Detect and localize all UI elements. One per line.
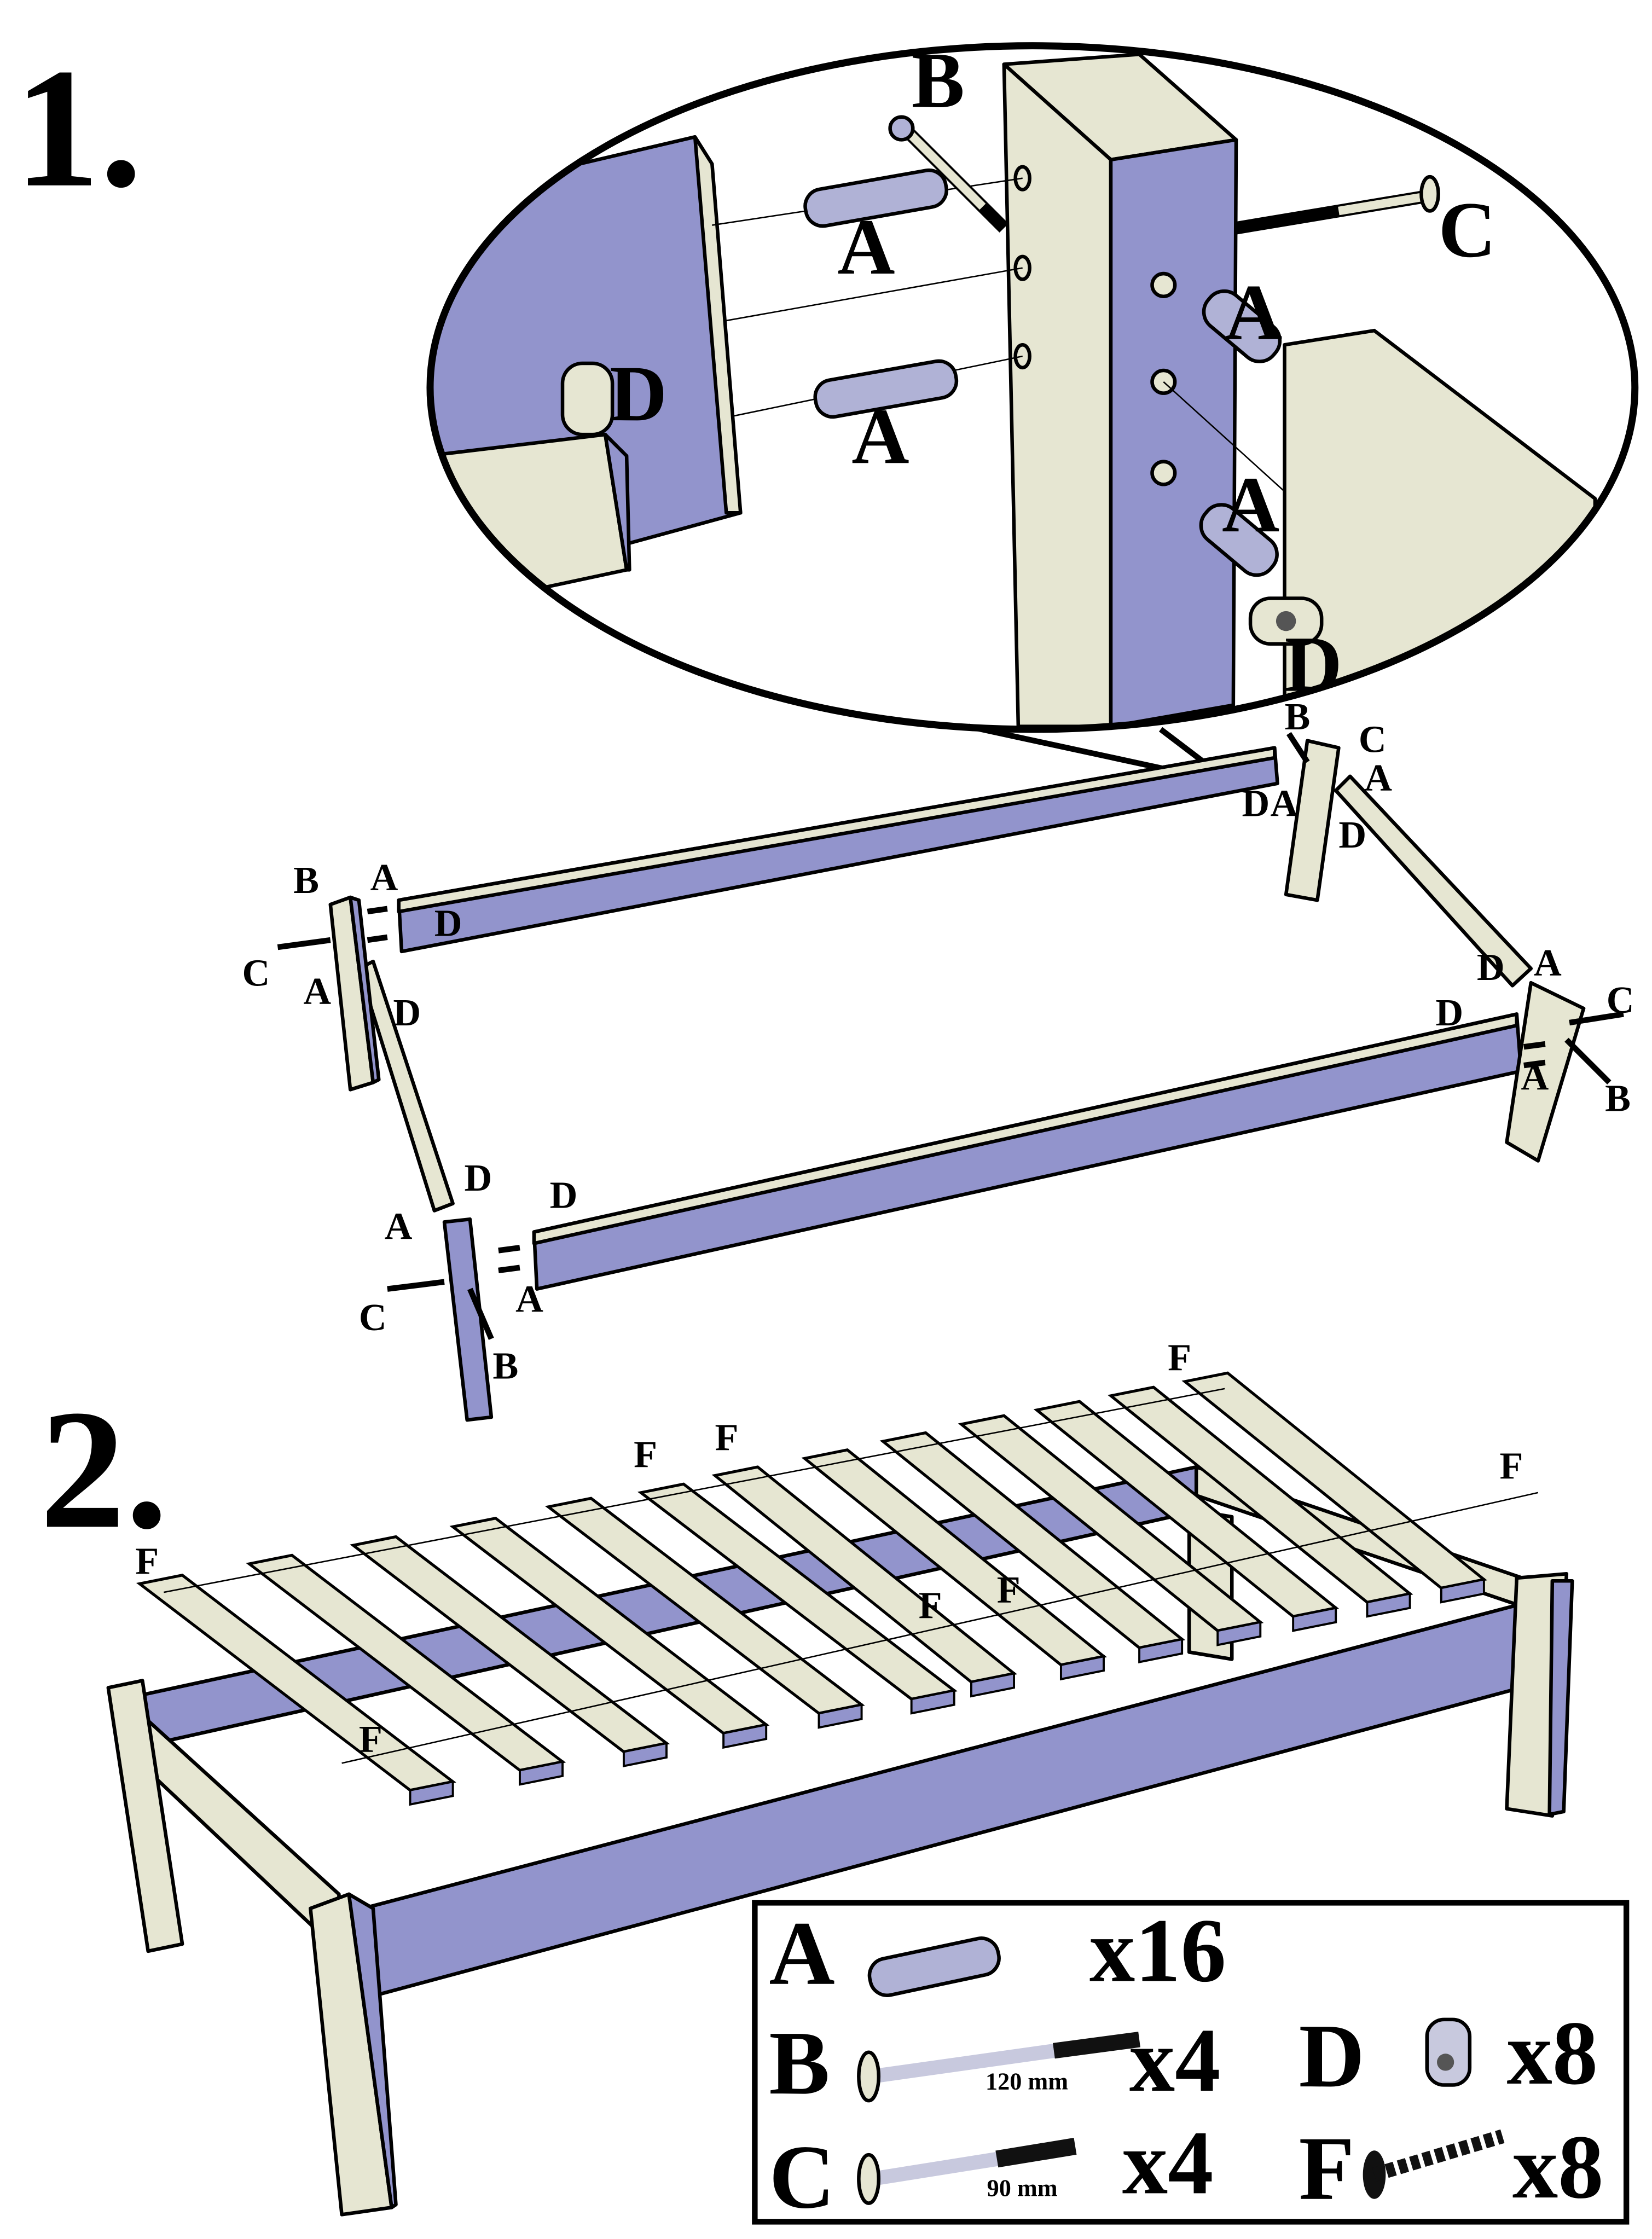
post-side bbox=[1002, 62, 1113, 728]
label-B: B bbox=[492, 1345, 518, 1388]
legend-letter-A: A bbox=[769, 1904, 834, 2004]
legend-count-F: x8 bbox=[1512, 2117, 1604, 2218]
legend-count-B: x4 bbox=[1129, 2010, 1221, 2111]
label-F: F bbox=[634, 1433, 657, 1476]
label-C: C bbox=[1359, 718, 1387, 761]
label-D: D bbox=[550, 1174, 578, 1216]
legend-letter-B: B bbox=[769, 2013, 830, 2114]
label-D: D bbox=[464, 1157, 492, 1199]
label-A: A bbox=[515, 1278, 543, 1320]
bed-with-slats: F F F F F F F F bbox=[106, 1336, 1574, 2217]
label-A: A bbox=[303, 970, 331, 1013]
label-A: A bbox=[370, 856, 398, 899]
dowel-icon bbox=[867, 1936, 1001, 1997]
slat-end bbox=[722, 1723, 768, 1749]
label-A: A bbox=[1225, 268, 1282, 357]
label-F: F bbox=[359, 1718, 382, 1761]
right-side-rail bbox=[1334, 774, 1533, 988]
side-rail-end bbox=[430, 432, 629, 614]
short-bolt-icon bbox=[857, 2138, 1077, 2205]
post bbox=[442, 1217, 494, 1422]
label-A: A bbox=[1521, 1055, 1549, 1098]
slat-end bbox=[1138, 1638, 1184, 1663]
label-A: A bbox=[1271, 782, 1299, 825]
label-F: F bbox=[919, 1584, 942, 1627]
label-A: A bbox=[837, 202, 895, 291]
dowel-icon bbox=[803, 168, 1282, 577]
bolt-c-head bbox=[1419, 175, 1440, 213]
bolt-b-head bbox=[888, 115, 915, 142]
label-F: F bbox=[135, 1540, 159, 1582]
label-B: B bbox=[1605, 1077, 1631, 1120]
post-front bbox=[1109, 138, 1238, 728]
label-D: D bbox=[1285, 620, 1342, 709]
step-number-2: 2. bbox=[40, 1374, 168, 1564]
barrel-nut-icon bbox=[560, 361, 1324, 646]
label-C: C bbox=[242, 952, 270, 994]
slat-end bbox=[409, 1780, 454, 1806]
label-F: F bbox=[997, 1568, 1021, 1611]
slat-end bbox=[1216, 1621, 1262, 1646]
legend-count-D: x8 bbox=[1507, 2003, 1598, 2104]
slat-end bbox=[818, 1703, 863, 1729]
label-D: D bbox=[393, 991, 421, 1034]
label-B: B bbox=[1285, 695, 1311, 738]
exploded-frame: B A D C A D B C A D A D D A C D A B D D … bbox=[242, 695, 1634, 1422]
legend-letter-F: F bbox=[1299, 2119, 1355, 2219]
label-A: A bbox=[1222, 460, 1279, 549]
label-D: D bbox=[610, 349, 667, 438]
slat-end bbox=[1292, 1606, 1337, 1632]
label-A: A bbox=[1364, 757, 1392, 799]
label-C: C bbox=[1439, 185, 1496, 274]
label-B: B bbox=[293, 859, 319, 902]
detail-callout: B A C A D A A D bbox=[426, 36, 1639, 786]
legend-length-B: 120 mm bbox=[986, 2068, 1068, 2095]
slat-end bbox=[910, 1689, 955, 1715]
slat-end bbox=[518, 1760, 564, 1786]
post bbox=[1284, 739, 1341, 902]
zoom-ellipse bbox=[426, 42, 1639, 733]
label-C: C bbox=[1607, 979, 1634, 1022]
long-bolt-icon bbox=[857, 2032, 1140, 2103]
label-D: D bbox=[1242, 782, 1270, 825]
label-D: D bbox=[1338, 814, 1366, 856]
slat-end bbox=[1366, 1592, 1411, 1618]
label-A: A bbox=[851, 392, 909, 480]
slat-end bbox=[622, 1742, 668, 1767]
label-F: F bbox=[715, 1416, 738, 1459]
post bbox=[1505, 981, 1586, 1163]
wood-screw-icon bbox=[1363, 2129, 1505, 2199]
left-side-rail bbox=[357, 959, 455, 1213]
label-B: B bbox=[912, 36, 965, 125]
label-C: C bbox=[359, 1296, 387, 1339]
label-D: D bbox=[434, 902, 462, 944]
legend-letter-D: D bbox=[1299, 2006, 1365, 2107]
slat-end bbox=[1059, 1655, 1105, 1681]
label-D: D bbox=[1435, 991, 1463, 1034]
label-F: F bbox=[1500, 1445, 1523, 1487]
label-A: A bbox=[385, 1205, 413, 1248]
step-number-1: 1. bbox=[14, 33, 142, 223]
legend-count-A: x16 bbox=[1089, 1901, 1226, 2002]
slat-end bbox=[1440, 1578, 1485, 1604]
legend-length-C: 90 mm bbox=[987, 2175, 1058, 2202]
label-D: D bbox=[1477, 946, 1505, 989]
slat-end bbox=[970, 1672, 1015, 1698]
legend-letter-C: C bbox=[769, 2127, 834, 2228]
leg bbox=[106, 1679, 184, 1953]
legend-count-C: x4 bbox=[1122, 2113, 1214, 2213]
hardware-legend: A x16 B 120 mm x4 C 90 mm x4 D x8 F x bbox=[752, 1900, 1630, 2228]
label-F: F bbox=[1168, 1336, 1191, 1379]
barrel-nut-icon bbox=[1425, 2017, 1472, 2087]
label-A: A bbox=[1534, 942, 1562, 984]
